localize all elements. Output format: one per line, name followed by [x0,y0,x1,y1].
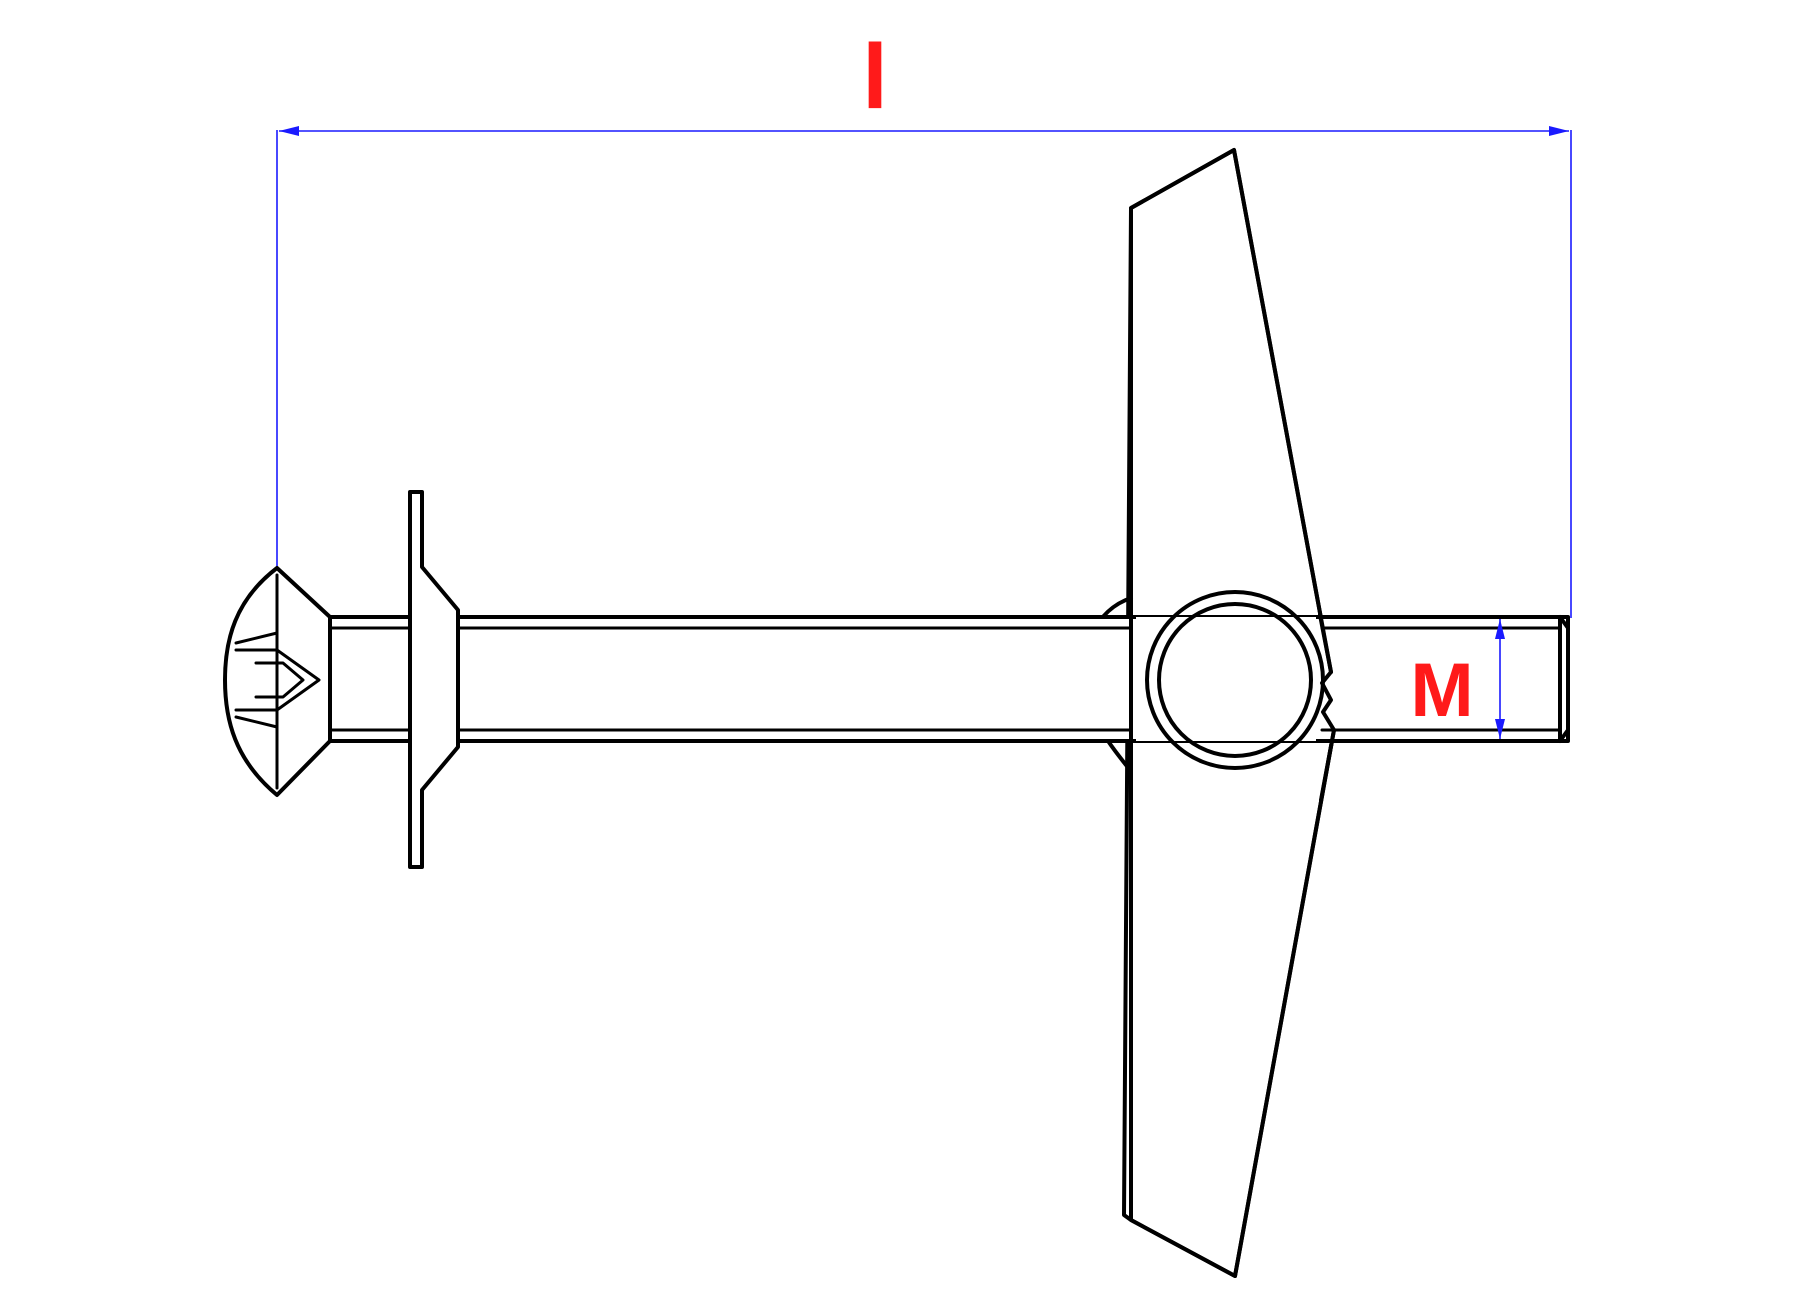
toggle-wing-front [1129,148,1336,1278]
bolt-head [223,566,332,797]
trunnion-inner-circle [1157,602,1313,758]
length-dimension: l [276,26,1572,618]
bolt-head-recess-icon [234,648,321,712]
thread-end-chamfer [1558,615,1570,743]
washer-outline [408,490,460,869]
thread-label: M [1410,648,1473,733]
bolt-head-recess-slot-bottom [234,715,279,729]
length-label: l [862,26,888,128]
shaft-body [328,615,1570,743]
trunnion-ring [1145,590,1325,770]
washer [408,490,460,869]
thread-dimension: M [1410,619,1505,739]
toggle-wing-edge-right-top [1318,613,1333,674]
trunnion-outer-circle [1145,590,1325,770]
bolt-head-recess-slot-top [234,631,279,645]
bolt-head-recess-inner [254,661,305,699]
toggle-wing-edge-right-bottom [1319,728,1336,802]
toggle-wing-fill-cover [1136,617,1316,741]
bolt-shaft [328,615,1570,743]
